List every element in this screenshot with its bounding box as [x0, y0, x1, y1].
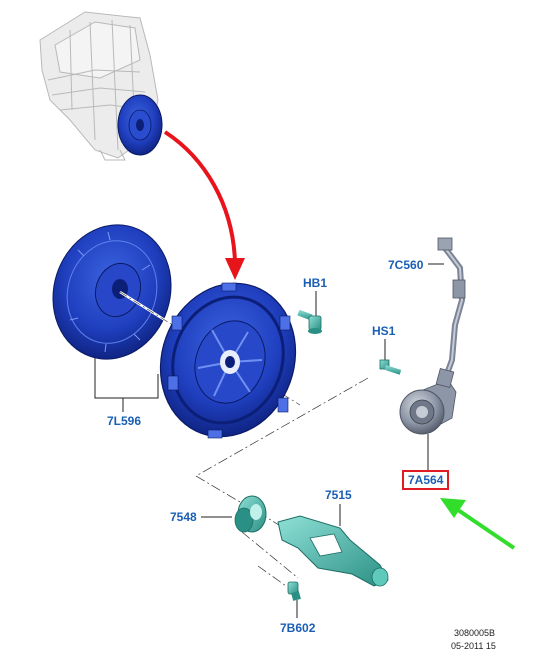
- leader-7l596: [94, 358, 159, 412]
- red-arrow: [163, 130, 245, 280]
- callout-7a564: 7A564: [402, 470, 450, 490]
- callout-7l596: 7L596: [107, 414, 142, 428]
- date-code: 05-2011 15: [451, 641, 496, 651]
- release-bearing: [234, 495, 267, 533]
- screw-hs1: [379, 339, 402, 375]
- callout-7c560: 7C560: [388, 258, 424, 272]
- bolt-hb1: [297, 291, 322, 334]
- hydraulic-line: [437, 237, 466, 385]
- pivot-bolt: [287, 581, 301, 601]
- clutch-disc: [52, 224, 172, 360]
- engine-flywheel: [117, 94, 163, 156]
- pressure-plate: [159, 282, 297, 439]
- slave-cylinder: [399, 367, 457, 435]
- reference-code: 3080005B: [454, 628, 496, 638]
- callout-7548: 7548: [170, 510, 197, 524]
- callout-7515: 7515: [325, 488, 352, 502]
- release-fork: [277, 515, 389, 587]
- callout-hs1: HS1: [372, 324, 396, 338]
- green-arrow: [440, 498, 516, 550]
- callout-hb1: HB1: [303, 276, 328, 290]
- callout-7b602: 7B602: [280, 621, 316, 635]
